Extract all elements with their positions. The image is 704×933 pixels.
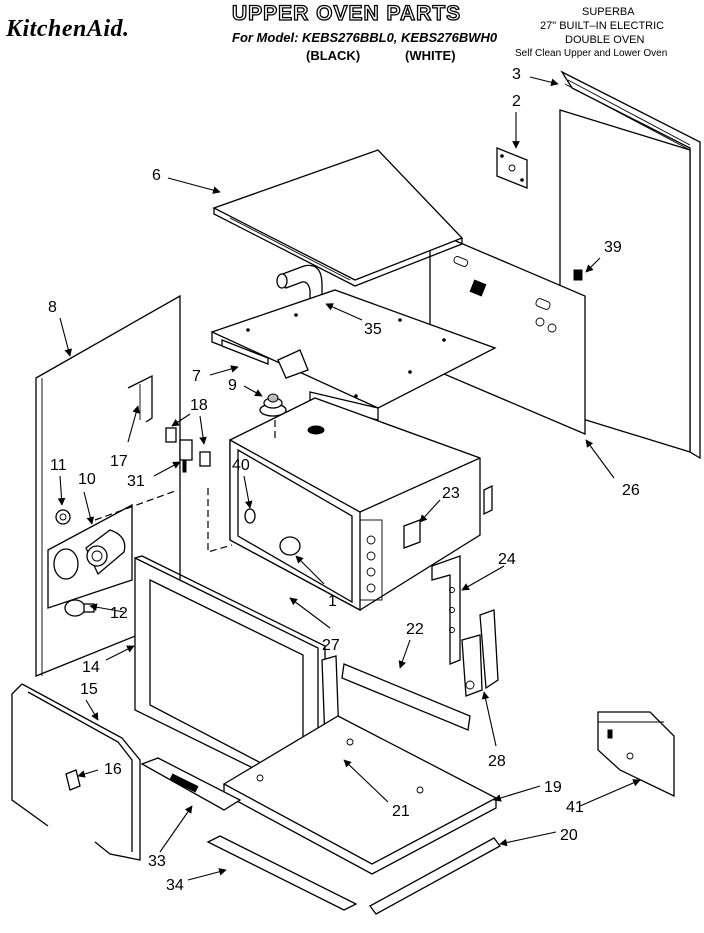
callout-31: 31 (127, 473, 145, 490)
part-10-light-housing (53, 529, 126, 580)
callout-33: 33 (148, 853, 166, 870)
callout-12: 12 (110, 605, 128, 622)
variant-white-label: (WHITE) (405, 48, 456, 63)
part-16-clip (65, 769, 81, 791)
callout-34: 34 (166, 877, 184, 894)
part-34-base-trim (206, 835, 358, 911)
callout-8: 8 (48, 299, 57, 316)
part-11-lens (55, 509, 71, 525)
callout-20: 20 (560, 827, 578, 844)
callout-27: 27 (322, 637, 340, 654)
part-7-top-shield (210, 289, 497, 421)
part-1-light-lens (279, 536, 301, 556)
product-line-1: 27" BUILT–IN ELECTRIC (540, 20, 665, 32)
part-15-gasket (11, 683, 141, 861)
callout-39: 39 (604, 239, 622, 256)
callout-41: 41 (566, 799, 584, 816)
callout-28: 28 (488, 753, 506, 770)
callout-6: 6 (152, 167, 161, 184)
product-line-2: DOUBLE OVEN (565, 34, 645, 46)
part-6-top-panel (212, 149, 464, 287)
part-24-latch (431, 555, 461, 665)
part-27-oven-cavity (229, 397, 493, 612)
callout-14: 14 (82, 659, 100, 676)
part-40-knob (244, 508, 256, 524)
callout-7: 7 (192, 368, 201, 385)
part-28-hinge (461, 609, 499, 697)
variant-black-label: (BLACK) (306, 48, 361, 63)
callout-40: 40 (232, 457, 250, 474)
part-18-switch (165, 427, 211, 467)
part-26-back-wrap (429, 229, 586, 435)
callout-19: 19 (544, 779, 562, 796)
part-9-sensor (259, 393, 287, 417)
callout-17: 17 (110, 453, 128, 470)
part-23-plate (403, 519, 421, 549)
part-33-vent-trim (140, 757, 242, 811)
part-3-rear-panel (559, 70, 701, 460)
callout-1: 1 (328, 593, 337, 610)
assembly-dash-lines (94, 420, 276, 553)
part-2-bracket (496, 147, 528, 189)
brand-logo: KitchenAid. (6, 16, 130, 42)
callout-23: 23 (442, 485, 460, 502)
product-line-3: Self Clean Upper and Lower Oven (515, 48, 668, 59)
callout-35: 35 (364, 321, 382, 338)
callout-2: 2 (512, 93, 521, 110)
part-12-bulb (64, 599, 95, 617)
callout-22: 22 (406, 621, 424, 638)
callout-21: 21 (392, 803, 410, 820)
part-31-switch (179, 439, 193, 473)
part-41-side-bracket (597, 711, 675, 798)
page-title: UPPER OVEN PARTS (231, 1, 462, 25)
leader-lines (57, 76, 641, 881)
callout-18: 18 (190, 397, 208, 414)
part-19-bottom-tray (222, 715, 498, 875)
callout-11: 11 (50, 457, 67, 474)
callout-16: 16 (104, 761, 122, 778)
callout-26: 26 (622, 482, 640, 499)
callout-15: 15 (80, 681, 98, 698)
callout-10: 10 (78, 471, 96, 488)
callout-24: 24 (498, 551, 516, 568)
series-line: SUPERBA (582, 6, 635, 18)
callout-9: 9 (228, 377, 237, 394)
callout-3: 3 (512, 66, 521, 83)
callout-labels: 3 2 6 8 35 7 9 18 17 31 11 10 12 14 15 1… (48, 66, 640, 894)
part-22-rail (341, 663, 471, 731)
part-17-bracket (127, 374, 153, 423)
model-line: For Model: KEBS276BBL0, KEBS276BWH0 (232, 30, 498, 45)
